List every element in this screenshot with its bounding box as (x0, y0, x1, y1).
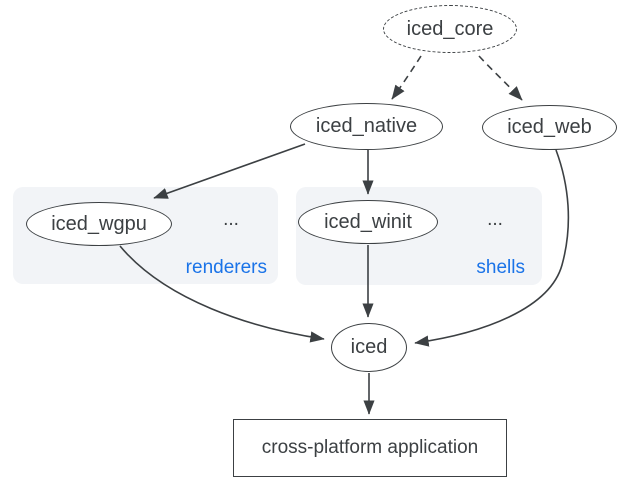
edge-core-to-native (391, 55, 422, 100)
node-iced-wgpu-label: iced_wgpu (51, 212, 147, 235)
renderers-label: renderers (185, 257, 267, 278)
node-iced-web-label: iced_web (507, 116, 592, 138)
edge-wgpu-to-iced (119, 245, 325, 343)
node-iced-web: iced_web (482, 105, 617, 150)
node-iced-winit: iced_winit (298, 200, 438, 244)
edge-web-to-iced (414, 149, 570, 347)
node-cross-platform-application-label: cross-platform application (261, 437, 479, 458)
node-iced-native-label: iced_native (315, 115, 418, 137)
node-iced-label: iced (350, 336, 388, 358)
edge-native-to-wgpu (153, 143, 306, 199)
node-cross-platform-application: cross-platform application (233, 419, 507, 477)
node-iced-native: iced_native (290, 103, 443, 150)
node-iced-winit-label: iced_winit (324, 210, 412, 233)
node-iced-core-label: iced_core (406, 17, 494, 40)
shells-label: shells (476, 257, 525, 278)
shells-ellipsis: ... (487, 209, 503, 230)
node-iced-core: iced_core (383, 5, 517, 53)
edge-core-to-web (478, 55, 523, 101)
renderers-ellipsis: ... (223, 209, 239, 230)
node-iced-wgpu: iced_wgpu (26, 202, 172, 246)
node-iced: iced (331, 323, 407, 372)
